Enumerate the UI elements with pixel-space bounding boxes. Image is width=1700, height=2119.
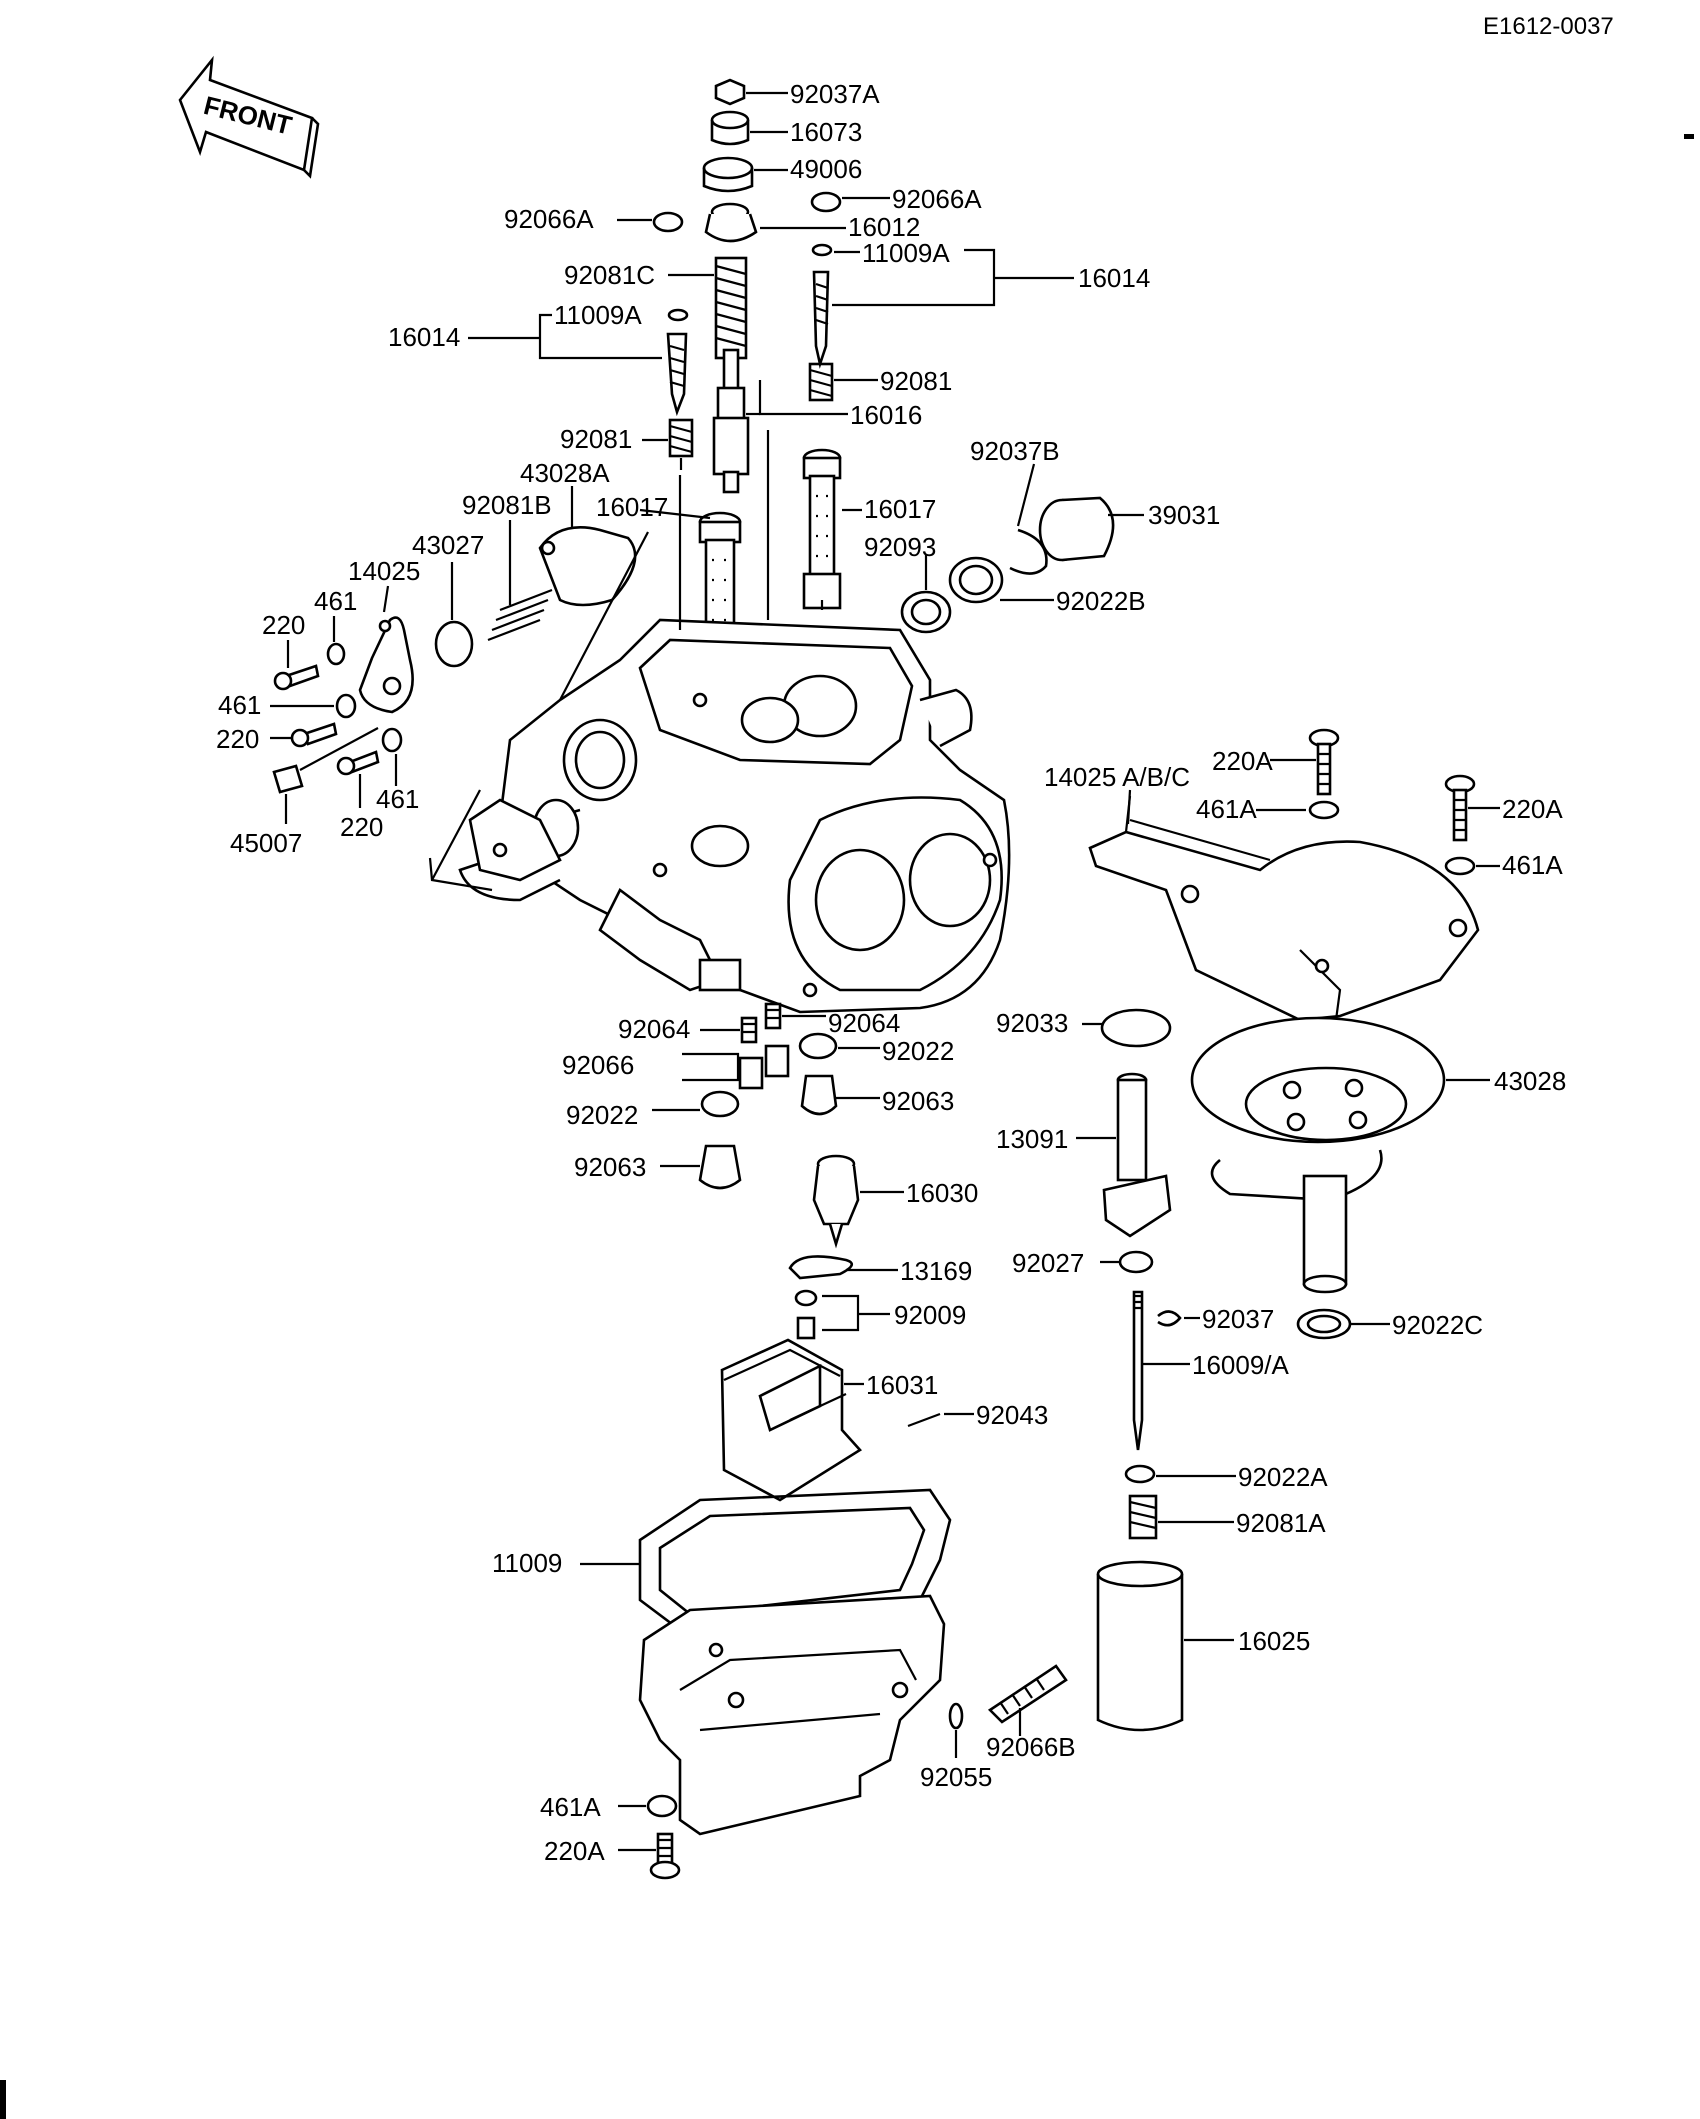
part-label: 92043 <box>976 1400 1048 1430</box>
part-label: 92055 <box>920 1762 992 1792</box>
part-label: 13091 <box>996 1124 1068 1154</box>
part-label: 220 <box>262 610 305 640</box>
part-label: 92081B <box>462 490 552 520</box>
page-edge-mark <box>1684 134 1694 139</box>
part-label: 92009 <box>894 1300 966 1330</box>
part-label: 220 <box>216 724 259 754</box>
part-label: 43028A <box>520 458 610 488</box>
part-label: 92064 <box>618 1014 690 1044</box>
part-label: 220A <box>544 1836 605 1866</box>
part-label: 16014 <box>388 322 460 352</box>
part-label: 11009A <box>862 238 950 268</box>
part-label: 461A <box>1502 850 1563 880</box>
part-label: 16014 <box>1078 263 1150 293</box>
part-label: 39031 <box>1148 500 1220 530</box>
part-label: 16025 <box>1238 1626 1310 1656</box>
part-label: 92037B <box>970 436 1060 466</box>
part-label: 92066 <box>562 1050 634 1080</box>
part-label: 92027 <box>1012 1248 1084 1278</box>
part-label: 14025 <box>348 556 420 586</box>
part-label: 14025 A/B/C <box>1044 762 1190 792</box>
part-label: 92022 <box>566 1100 638 1130</box>
top-parts-stack <box>468 78 1074 494</box>
part-label: 461A <box>540 1792 601 1822</box>
page-edge-mark <box>0 2080 6 2119</box>
part-label: 461 <box>314 586 357 616</box>
part-label: 92022A <box>1238 1462 1328 1492</box>
part-label: 92081 <box>560 424 632 454</box>
part-label: 11009 <box>492 1548 562 1578</box>
right-diaphragm-assembly <box>1076 728 1500 1732</box>
part-label: 92037A <box>790 79 880 109</box>
part-label: 43028 <box>1494 1066 1566 1096</box>
part-labels: 92037A 16073 49006 92066A 92066A 16012 1… <box>216 79 1566 1866</box>
part-label: 92064 <box>828 1008 900 1038</box>
front-arrow: FRONT <box>178 55 320 179</box>
part-label: 92033 <box>996 1008 1068 1038</box>
float-bowl-assembly <box>580 1338 1068 1880</box>
part-label: 92063 <box>574 1152 646 1182</box>
part-label: 461 <box>218 690 261 720</box>
part-label: 92022B <box>1056 586 1146 616</box>
part-label: 16073 <box>790 117 862 147</box>
part-label: 92081A <box>1236 1508 1326 1538</box>
part-label: 92081C <box>564 260 655 290</box>
part-label: 92022 <box>882 1036 954 1066</box>
part-label: 92066A <box>504 204 594 234</box>
part-label: 461A <box>1196 794 1257 824</box>
part-label: 43027 <box>412 530 484 560</box>
part-label: 92081 <box>880 366 952 396</box>
part-label: 220A <box>1502 794 1563 824</box>
reference-code: E1612-0037 <box>1483 13 1614 40</box>
jets-parts <box>652 1002 904 1340</box>
part-label: 16012 <box>848 212 920 242</box>
part-label: 220A <box>1212 746 1273 776</box>
part-label: 220 <box>340 812 383 842</box>
part-label: 16016 <box>850 400 922 430</box>
part-label: 13169 <box>900 1256 972 1286</box>
part-label: 92037 <box>1202 1304 1274 1334</box>
part-label: 92093 <box>864 532 936 562</box>
part-label: 16017 <box>864 494 936 524</box>
part-label: 16009/A <box>1192 1350 1290 1380</box>
part-label: 45007 <box>230 828 302 858</box>
part-label: 92066A <box>892 184 982 214</box>
part-label: 16031 <box>866 1370 938 1400</box>
part-label: 92063 <box>882 1086 954 1116</box>
part-label: 461 <box>376 784 419 814</box>
part-label: 92066B <box>986 1732 1076 1762</box>
part-label: 49006 <box>790 154 862 184</box>
part-label: 16017 <box>596 492 668 522</box>
part-label: 92022C <box>1392 1310 1483 1340</box>
part-label: 16030 <box>906 1178 978 1208</box>
part-label: 11009A <box>554 300 642 330</box>
left-side-parts <box>270 486 637 824</box>
carburetor-body <box>428 430 1011 1014</box>
